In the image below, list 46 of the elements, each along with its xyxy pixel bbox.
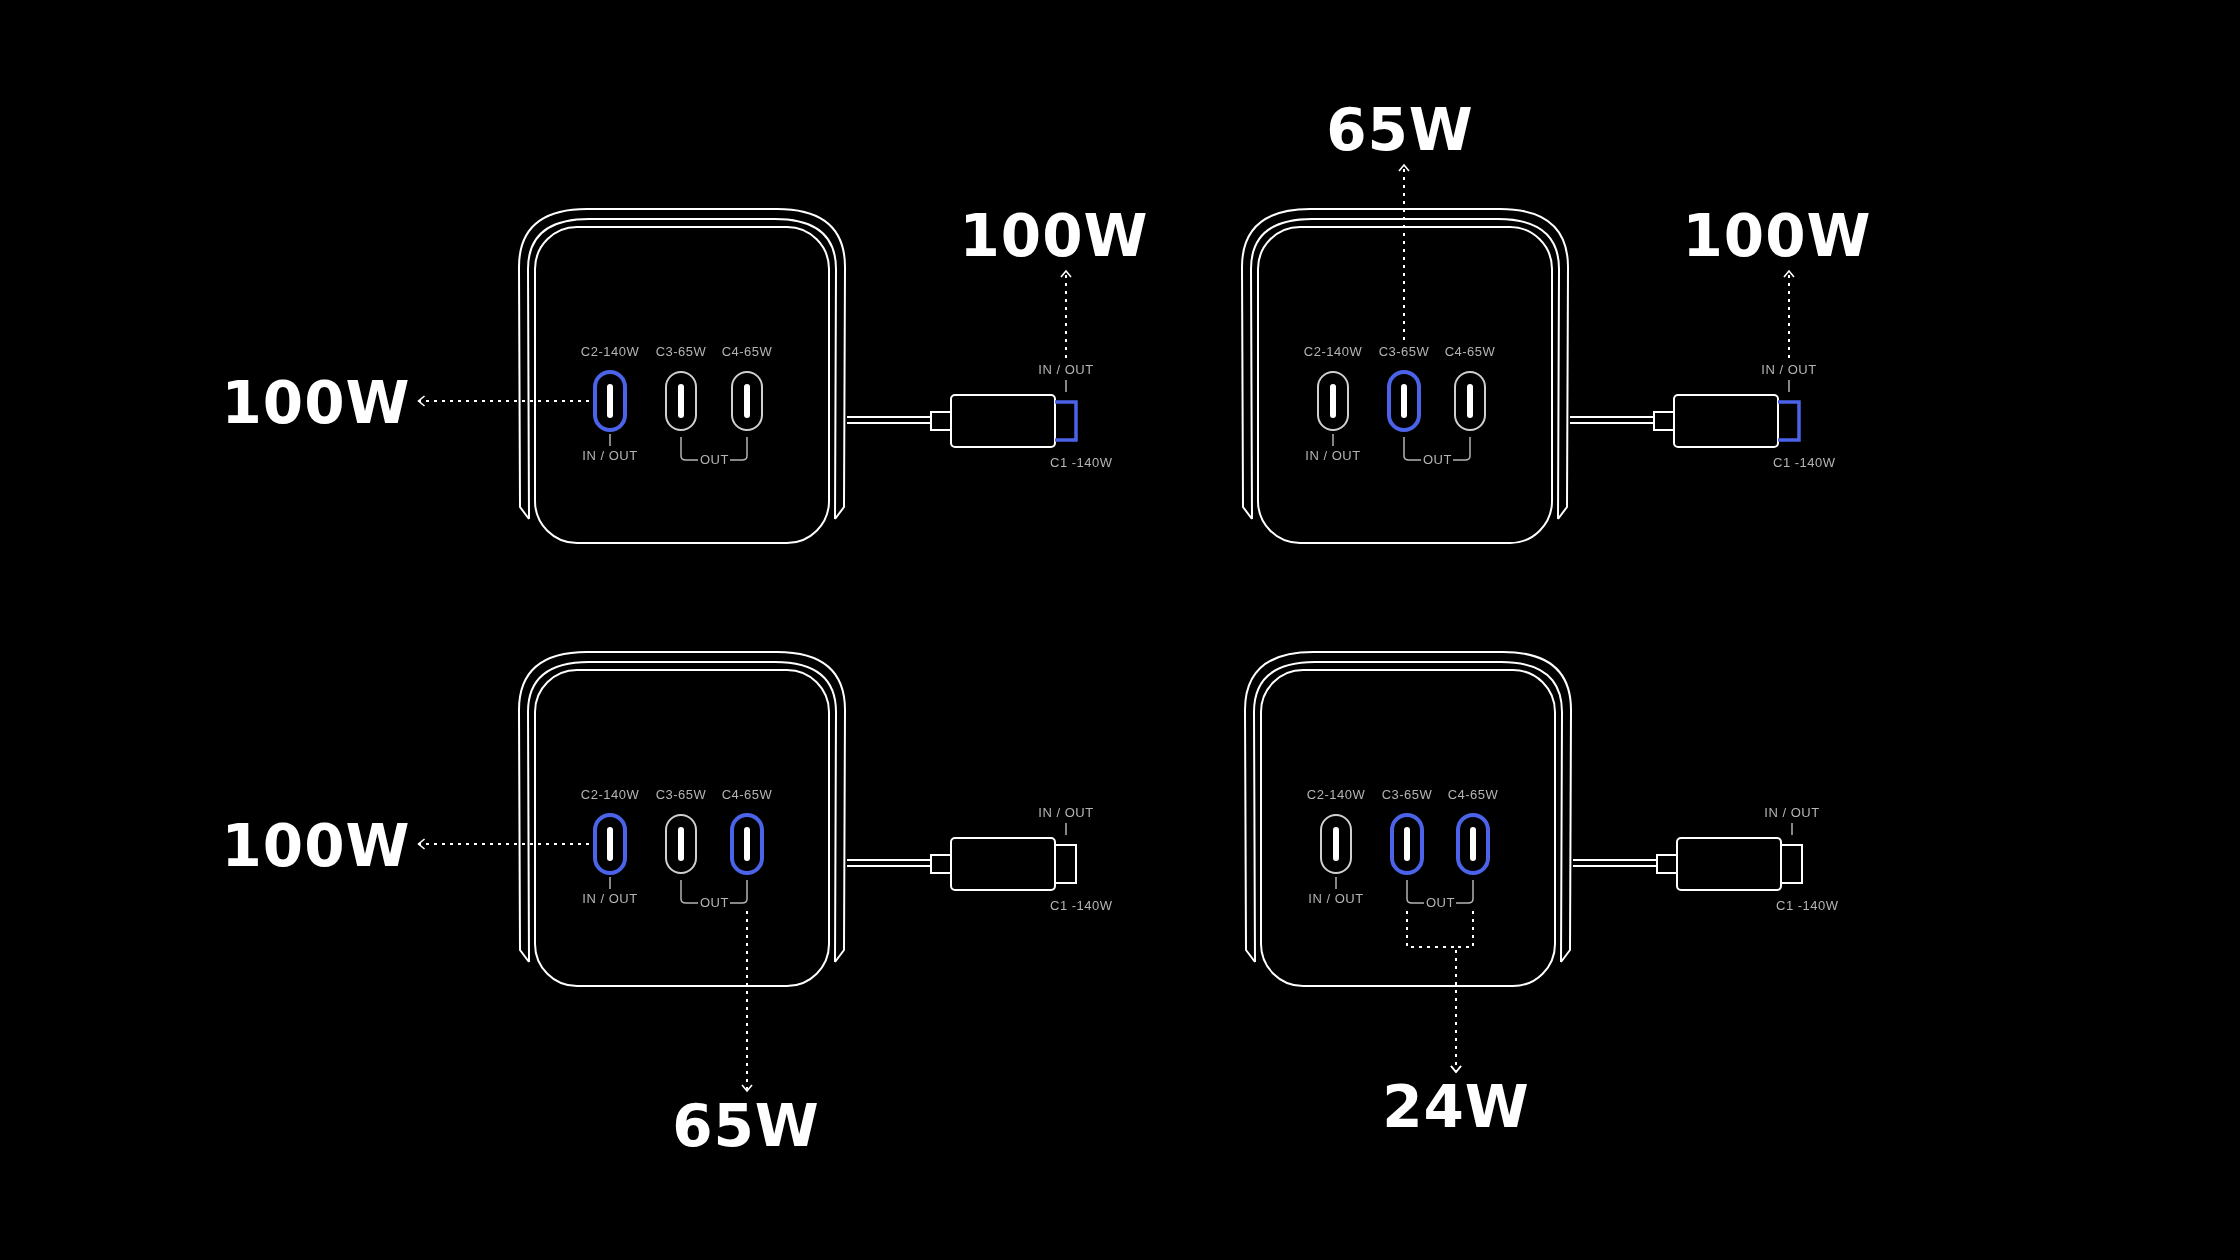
port-label: IN / OUT [1304, 448, 1362, 464]
wattage-label: 24W [1382, 1078, 1530, 1136]
dotted-arrow [1783, 270, 1795, 359]
port-label: C4-65W [720, 787, 774, 803]
cable [1572, 859, 1657, 867]
cable [1569, 416, 1654, 424]
port-label: C1 -140W [1776, 898, 1840, 914]
port-label: C2-140W [579, 344, 641, 360]
port-label: IN / OUT [1037, 362, 1095, 378]
port-label: C2-140W [1305, 787, 1367, 803]
dotted-arrow [741, 910, 753, 1092]
port-label: C1 -140W [1773, 455, 1837, 471]
port-label: IN / OUT [1760, 362, 1818, 378]
cable [846, 416, 931, 424]
wattage-label: 100W [221, 374, 411, 432]
dotted-arrow [1398, 164, 1410, 341]
port-label: IN / OUT [1763, 805, 1821, 821]
wattage-label: 65W [672, 1097, 820, 1155]
dotted-arrow [1450, 910, 1474, 1073]
port-label: C3-65W [1380, 787, 1434, 803]
port-label: C4-65W [1443, 344, 1497, 360]
port-label: C4-65W [1446, 787, 1500, 803]
port-group-label: OUT [700, 452, 728, 468]
cable [846, 859, 931, 867]
port-label: C4-65W [720, 344, 774, 360]
wattage-label: 100W [1682, 207, 1872, 265]
wattage-label: 65W [1326, 101, 1474, 159]
wattage-label: 100W [221, 817, 411, 875]
port-label: C3-65W [654, 787, 708, 803]
port-label: C3-65W [1377, 344, 1431, 360]
port-label: C2-140W [1302, 344, 1364, 360]
port-label: IN / OUT [581, 448, 639, 464]
dotted-arrow [417, 395, 590, 407]
port-label: C2-140W [579, 787, 641, 803]
port-label: C1 -140W [1050, 455, 1114, 471]
port-group-label: OUT [700, 895, 728, 911]
port-label: C3-65W [654, 344, 708, 360]
port-label: IN / OUT [1307, 891, 1365, 907]
port-group-label: OUT [1426, 895, 1454, 911]
port-label: C1 -140W [1050, 898, 1114, 914]
dotted-arrow [417, 838, 590, 850]
wattage-label: 100W [959, 207, 1149, 265]
port-group-label: OUT [1423, 452, 1451, 468]
port-label: IN / OUT [581, 891, 639, 907]
port-label: IN / OUT [1037, 805, 1095, 821]
dotted-arrow [1060, 270, 1072, 359]
